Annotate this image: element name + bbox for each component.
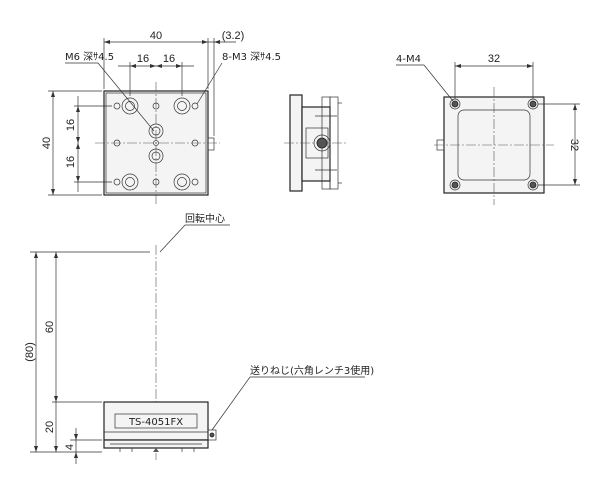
dim-pitch-x-32: 32 xyxy=(488,53,500,65)
bottom-view: 32 32 4-M4 xyxy=(396,53,580,205)
dim-lower-16: 16 xyxy=(65,156,77,168)
m6-holes xyxy=(121,97,191,191)
model-label: TS-4051FX xyxy=(128,417,183,428)
dim-pitch-y-32: 32 xyxy=(568,139,580,151)
label-8-m3-depth: 8-M3 深ｻ4.5 xyxy=(222,51,281,63)
side-view xyxy=(284,94,346,192)
label-feed-screw: 送りねじ(六角レンチ3使用) xyxy=(250,364,374,377)
feed-screw-knob xyxy=(207,137,215,151)
dim-upper-16: 16 xyxy=(65,119,77,131)
m3-holes xyxy=(113,102,199,186)
dim-total-80: (80) xyxy=(24,342,36,362)
dim-offset-3-2: (3.2) xyxy=(222,30,245,42)
dim-body-20: 20 xyxy=(44,421,56,433)
label-4-m4: 4-M4 xyxy=(396,54,421,65)
top-view: 40 (3.2) 16 16 40 16 16 M6 深ｻ4.5 xyxy=(41,30,281,205)
dim-right-16: 16 xyxy=(163,53,175,65)
dim-base-4: 4 xyxy=(64,444,76,450)
dim-width-40: 40 xyxy=(150,30,162,42)
front-view: 回転中心 TS-4051FX 送りねじ(六角レンチ3使用) (80) xyxy=(24,212,374,464)
dim-height-40: 40 xyxy=(41,137,53,149)
front-body xyxy=(103,401,209,441)
label-m6-depth: M6 深ｻ4.5 xyxy=(65,51,114,63)
dim-center-60: 60 xyxy=(44,321,56,333)
label-rotation-center: 回転中心 xyxy=(185,212,225,225)
dim-left-16: 16 xyxy=(137,53,149,65)
